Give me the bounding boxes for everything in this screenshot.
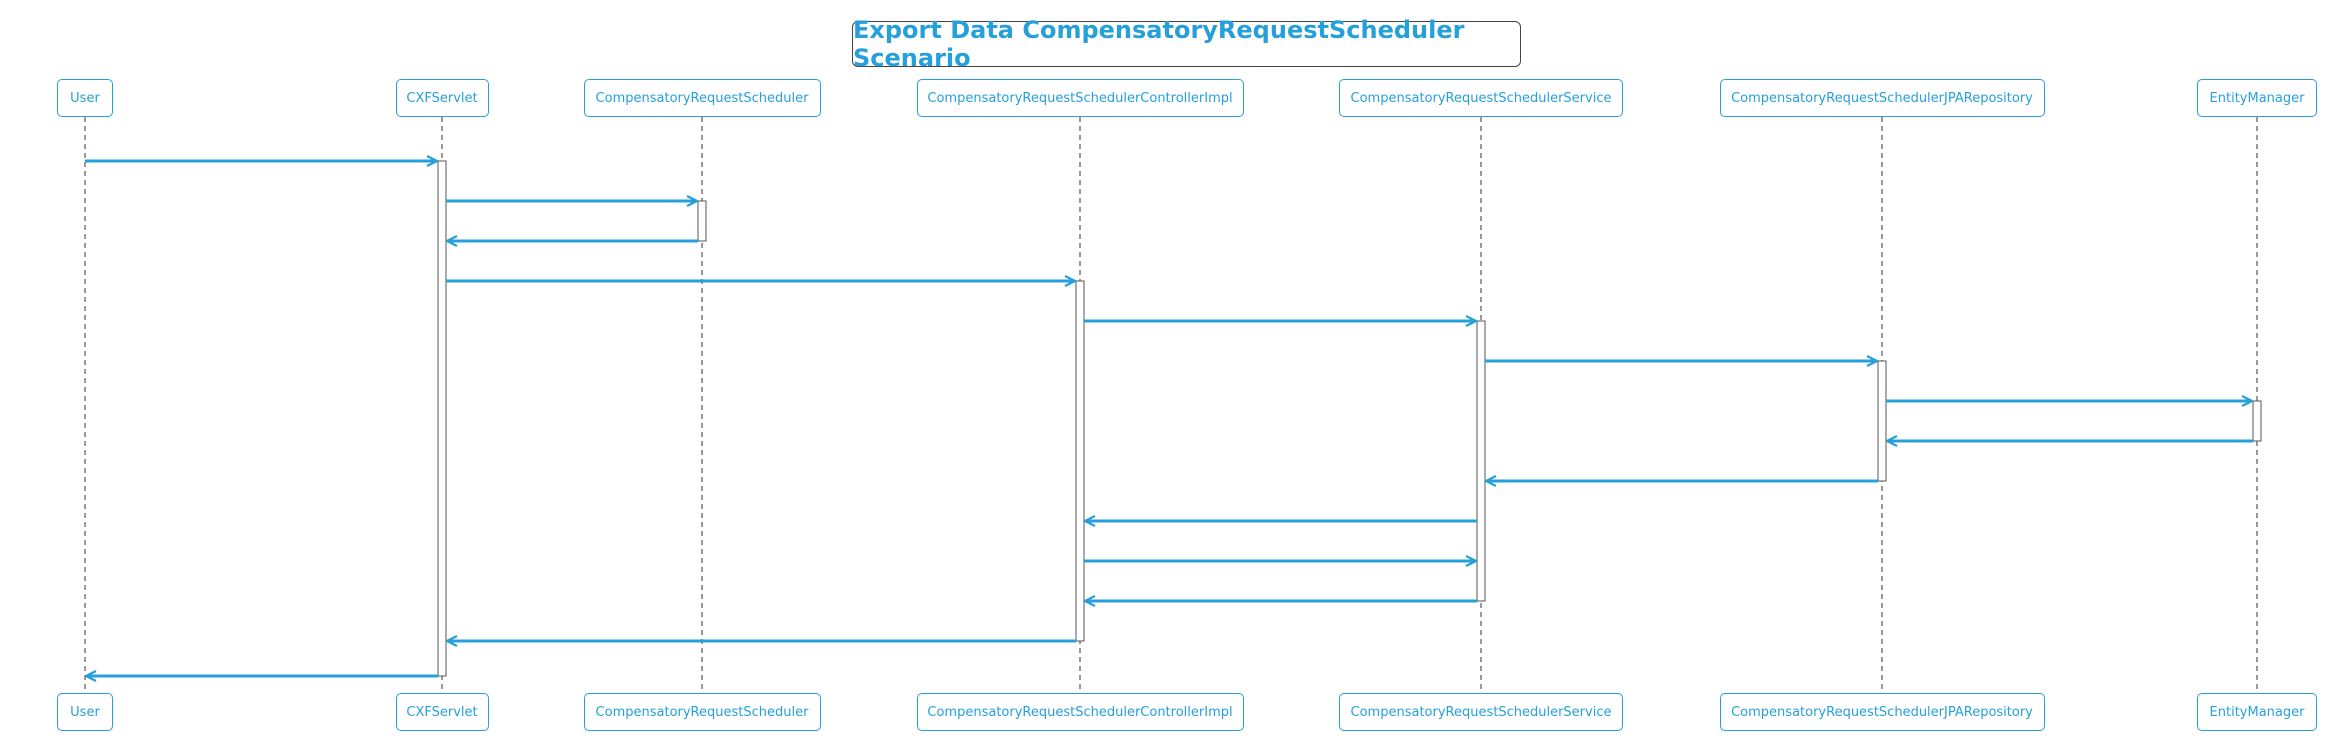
activation-bar-em <box>2252 400 2262 442</box>
activation-bar-sched <box>697 200 707 242</box>
participant-svc-top: CompensatoryRequestSchedulerService <box>1339 79 1623 117</box>
participant-user-bottom: User <box>57 693 113 731</box>
participant-cxf-bottom: CXFServlet <box>395 693 489 731</box>
participant-em-bottom: EntityManager <box>2197 693 2317 731</box>
participant-svc-bottom: CompensatoryRequestSchedulerService <box>1339 693 1623 731</box>
participant-user-top: User <box>57 79 113 117</box>
participant-sched-top: CompensatoryRequestScheduler <box>583 79 821 117</box>
participant-cxf-top: CXFServlet <box>395 79 489 117</box>
participant-sched-bottom: CompensatoryRequestScheduler <box>583 693 821 731</box>
participant-em-top: EntityManager <box>2197 79 2317 117</box>
participant-ctrl-top: CompensatoryRequestSchedulerControllerIm… <box>916 79 1244 117</box>
activation-bar-ctrl <box>1075 280 1085 642</box>
participant-ctrl-bottom: CompensatoryRequestSchedulerControllerIm… <box>916 693 1244 731</box>
activation-bar-svc <box>1476 320 1486 602</box>
participant-repo-top: CompensatoryRequestSchedulerJPARepositor… <box>1719 79 2045 117</box>
participant-repo-bottom: CompensatoryRequestSchedulerJPARepositor… <box>1719 693 2045 731</box>
activation-bar-repo <box>1877 360 1887 482</box>
activation-bar-cxf <box>437 160 447 677</box>
